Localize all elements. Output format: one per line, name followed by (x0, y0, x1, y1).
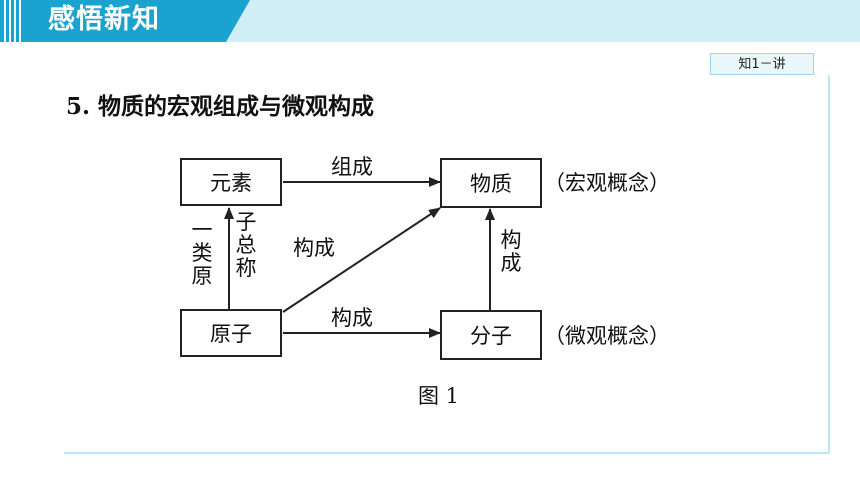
content-frame-bottom-border (64, 452, 830, 454)
lecture-tag: 知1－讲 (710, 53, 814, 75)
note-micro-concept: （微观概念） (544, 324, 670, 348)
section-heading: 5. 物质的宏观组成与微观构成 (66, 90, 374, 124)
node-molecule: 分子 (440, 310, 542, 360)
label-atom-to-substance: 构成 (293, 236, 335, 260)
section-number: 5. (66, 93, 91, 120)
label-atom-to-molecule: 构成 (331, 306, 373, 330)
banner-title-background (0, 0, 250, 42)
arrow-atom-to-substance (282, 207, 441, 313)
node-substance: 物质 (440, 158, 542, 208)
content-frame-right-border (828, 75, 830, 453)
note-macro-concept: （宏观概念） (544, 171, 670, 195)
node-element: 元素 (180, 158, 282, 206)
label-atom-to-element-right: 子 总 称 (235, 210, 257, 280)
label-element-to-substance: 组成 (331, 155, 373, 179)
node-atom: 原子 (180, 309, 282, 357)
figure-caption: 图 1 (418, 384, 460, 408)
banner-stripes-decoration (4, 0, 24, 42)
banner-title: 感悟新知 (48, 4, 160, 35)
label-molecule-to-substance: 构 成 (500, 228, 522, 275)
label-atom-to-element-left: 一 类 原 (191, 218, 213, 288)
section-title: 物质的宏观组成与微观构成 (98, 94, 375, 120)
